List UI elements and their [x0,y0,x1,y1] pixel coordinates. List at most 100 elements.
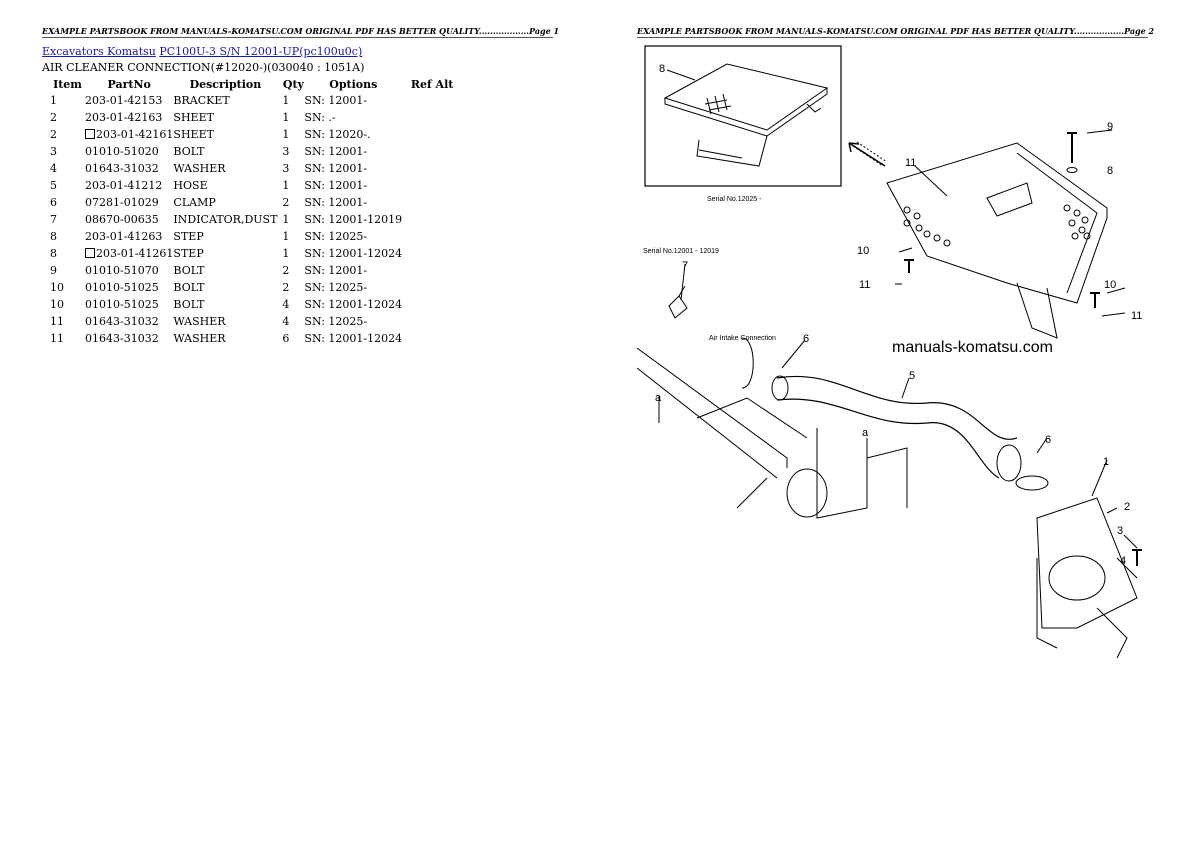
partno-cell-text: 203-01-41261 [96,247,174,260]
qty-cell: 1 [277,177,304,194]
description-cell-text: CLAMP [173,196,216,209]
item-cell: 10 [42,279,85,296]
machine-body-drawing [637,337,908,519]
item-cell-text: 4 [50,162,57,175]
callout-label: 10 [1104,279,1116,291]
qty-cell: 2 [277,262,304,279]
hose-drawing [771,375,1022,482]
ref-alt-cell [402,92,462,109]
item-cell-text: 3 [50,145,57,158]
callout-label: 3 [1117,525,1123,537]
bolt-10-drawing [904,259,914,273]
bolt-hole [923,230,931,238]
bolt-hole [1078,226,1086,234]
qty-cell: 1 [277,211,304,228]
options-cell-text: SN: 12001- [304,162,368,175]
callout-label: 9 [1107,121,1113,133]
description-cell-text: STEP [173,230,204,243]
item-cell-text: 6 [50,196,57,209]
bolt-hole [1083,232,1091,240]
item-cell: 11 [42,313,85,330]
partno-cell-text: 203-01-41263 [85,230,163,243]
item-cell-text: 8 [50,247,57,260]
options-cell-text: SN: 12025- [304,315,368,328]
item-cell-text: 1 [50,94,57,107]
qty-cell: 6 [277,330,304,347]
description-cell-text: WASHER [173,315,226,328]
description-cell: BOLT [173,143,277,160]
item-cell-text: 10 [50,298,64,311]
partno-cell-text: 01643-31032 [85,162,159,175]
description-cell-text: BOLT [173,264,205,277]
ref-alt-cell [402,194,462,211]
description-cell: BOLT [173,296,277,313]
callout-label: 8 [1107,165,1113,177]
description-cell: WASHER [173,160,277,177]
partno-cell: 203-01-41261 [85,245,173,262]
dust-indicator-drawing [668,285,688,319]
item-cell: 7 [42,211,85,228]
description-cell-text: INDICATOR,DUST [173,213,278,226]
partno-cell: 203-01-42163 [85,109,173,126]
options-cell: SN: .- [304,109,402,126]
callout-label: 10 [857,245,869,257]
options-cell-text: SN: 12001- [304,196,368,209]
page-2-header: EXAMPLE PARTSBOOK FROM MANUALS-KOMATSU.C… [637,26,1155,38]
bolt-hole [903,219,911,227]
qty-cell: 4 [277,296,304,313]
options-cell: SN: 12025- [304,313,402,330]
breadcrumb-link-model[interactable]: PC100U-3 S/N 12001-UP(pc100u0c) [159,45,363,58]
partno-cell: 01010-51020 [85,143,173,160]
options-cell: SN: 12025- [304,228,402,245]
bolt-hole [903,206,911,214]
serial-label-mid: Serial No.12001 - 12019 [643,248,719,255]
ref-alt-cell [402,296,462,313]
page-1-header: EXAMPLE PARTSBOOK FROM MANUALS-KOMATSU.C… [42,26,560,38]
qty-cell-text: 1 [282,230,290,243]
description-cell-text: BOLT [173,145,205,158]
description-cell: BOLT [173,279,277,296]
watermark: manuals-komatsu.com [892,339,1053,356]
partno-cell: 01643-31032 [85,160,173,177]
options-cell: SN: 12020-. [304,126,402,143]
description-cell-text: HOSE [173,179,208,192]
description-cell: BOLT [173,262,277,279]
partno-cell-text: 203-01-42163 [85,111,163,124]
partno-cell-text: 203-01-42153 [85,94,163,107]
item-cell: 2 [42,109,85,126]
options-cell-text: SN: 12001-12024 [304,298,403,311]
partno-cell-text: 203-01-41212 [85,179,163,192]
clamp-drawing [1015,475,1049,491]
ref-alt-cell [402,143,462,160]
qty-cell: 4 [277,313,304,330]
item-cell-text: 8 [50,230,57,243]
description-cell-text: BRACKET [173,94,230,107]
qty-cell-text: 1 [282,111,290,124]
description-cell-text: SHEET [173,128,214,141]
breadcrumb-link-category[interactable]: Excavators Komatsu [42,45,156,58]
inset-frame [644,45,842,187]
description-cell-text: SHEET [173,111,214,124]
options-cell: SN: 12001- [304,92,402,109]
bracket-drawing [1036,497,1138,659]
options-cell-text: SN: 12001-12019 [304,213,403,226]
partno-cell: 203-01-42153 [85,92,173,109]
arrow-to-step [848,142,886,167]
options-cell: SN: 12001-12019 [304,211,402,228]
item-cell-text: 2 [50,111,57,124]
bolt-hole [1081,216,1089,224]
partno-cell: 203-01-42161 [85,126,173,143]
options-cell-text: SN: 12001- [304,264,368,277]
description-cell: SHEET [173,109,277,126]
description-cell: WASHER [173,330,277,347]
ref-alt-cell [402,313,462,330]
item-cell: 11 [42,330,85,347]
ref-alt-cell [402,228,462,245]
callout-label: 7 [682,260,688,272]
